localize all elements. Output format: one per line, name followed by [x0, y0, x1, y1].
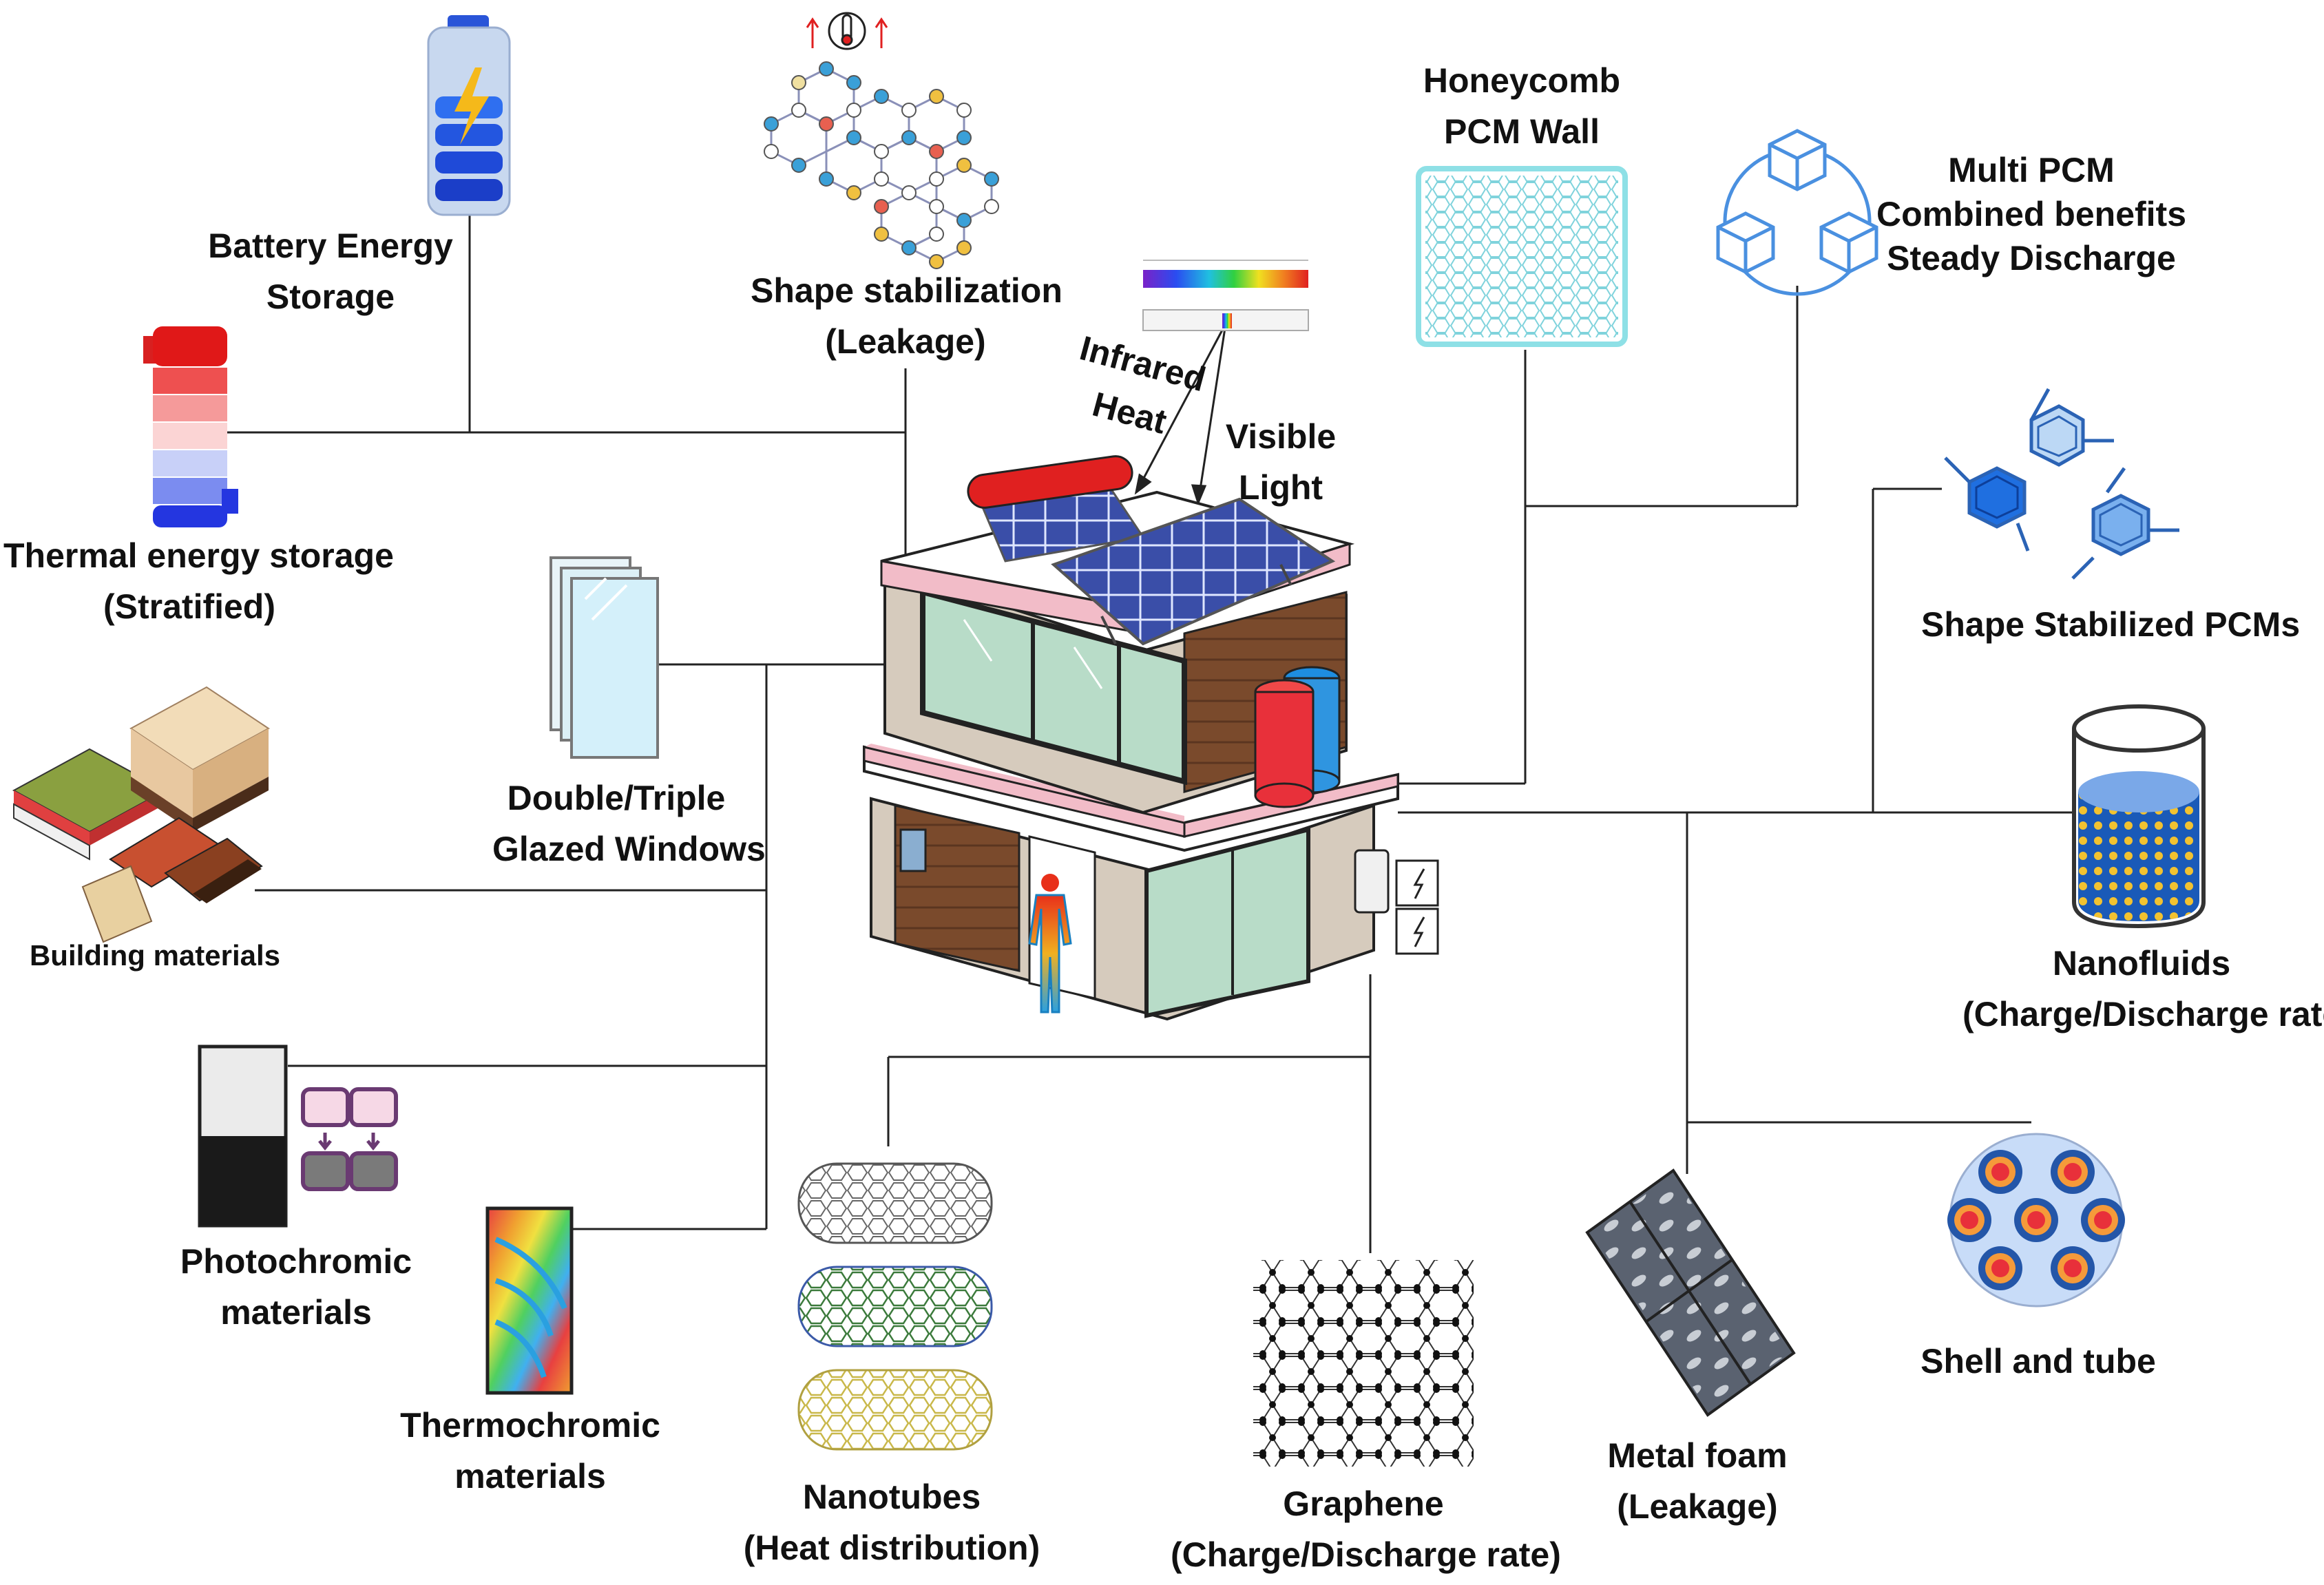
- thermal-storage-label: Thermal energy storage (Stratified): [3, 530, 394, 632]
- thermal-tank-icon: [143, 326, 238, 527]
- shape-stabilization-label-line1: Shape stabilization: [751, 271, 1062, 310]
- building-materials-text: Building materials: [29, 939, 281, 972]
- photochromic-label: Photochromic materials: [165, 1236, 427, 1338]
- visible-light-label: Visible Light: [1212, 411, 1350, 513]
- nanofluids-label-line2: (Charge/Discharge rate): [1962, 995, 2324, 1033]
- thermal-storage-label-line1: Thermal energy storage: [3, 536, 394, 575]
- nanotubes-label-line2: (Heat distribution): [743, 1529, 1040, 1567]
- honeycomb-label-line1: Honeycomb: [1423, 61, 1621, 100]
- thermal-storage-label-line2: (Stratified): [103, 587, 275, 626]
- photochromic-label-line2: materials: [220, 1293, 372, 1332]
- graphene-label: Graphene (Charge/Discharge rate): [1171, 1478, 1561, 1580]
- metal-foam-label: Metal foam (Leakage): [1584, 1430, 1811, 1532]
- metal-foam-label-line2: (Leakage): [1617, 1487, 1778, 1526]
- honeycomb-panel-icon: [1416, 166, 1628, 347]
- shell-and-tube-icon: [1947, 1133, 2125, 1308]
- graphene-label-line1: Graphene: [1283, 1484, 1444, 1523]
- metal-foam-label-line1: Metal foam: [1607, 1436, 1788, 1475]
- graphene-sheet-icon: [1253, 1260, 1474, 1467]
- shell-and-tube-label: Shell and tube: [1901, 1336, 2176, 1387]
- molecular-lattice-icon: [764, 12, 999, 269]
- thermochromic-label-line1: Thermochromic: [400, 1406, 660, 1445]
- metal-foam-icon: [1585, 1168, 1796, 1417]
- thermochromic-swatch-icon: [485, 1206, 574, 1395]
- battery-label: Battery Energy Storage: [200, 220, 461, 322]
- thermometer-icon: [806, 12, 888, 50]
- connector-lines: [227, 201, 2073, 1253]
- glazed-windows-label: Double/Triple Glazed Windows: [492, 773, 766, 874]
- light-spectrum-icon: [1142, 260, 1309, 331]
- multi-pcm-label-line1: Multi PCM: [1948, 151, 2115, 189]
- nanotubes-label: Nanotubes (Heat distribution): [730, 1471, 1054, 1573]
- building-materials-label: Building materials: [24, 935, 286, 976]
- spectrum-pointers: [1134, 323, 1227, 506]
- nanofluids-label-line1: Nanofluids: [2052, 944, 2231, 983]
- battery-label-line1: Battery Energy: [208, 227, 453, 265]
- battery-icon: [427, 15, 511, 216]
- battery-label-line2: Storage: [266, 277, 395, 316]
- photochromic-label-line1: Photochromic: [180, 1242, 412, 1281]
- graphene-label-line2: (Charge/Discharge rate): [1171, 1535, 1561, 1574]
- smart-house-icon: [863, 455, 1439, 1021]
- multi-pcm-label: Multi PCM Combined benefits Steady Disch…: [1859, 148, 2203, 280]
- red-blue-tanks-icon: [1254, 666, 1341, 808]
- glazed-windows-label-line2: Glazed Windows: [492, 830, 766, 868]
- nanotubes-label-line1: Nanotubes: [802, 1478, 981, 1516]
- multi-pcm-label-line2: Combined benefits: [1876, 195, 2187, 233]
- multi-pcm-cubes-icon: [1716, 129, 1878, 296]
- building-materials-icon: [12, 686, 270, 943]
- shape-stabilized-pcms-label: Shape Stabilized PCMs: [1921, 599, 2300, 650]
- visible-light-label-line1: Visible: [1225, 417, 1337, 456]
- photochromic-glasses-icon: [198, 1045, 398, 1228]
- glazed-window-icon: [549, 556, 659, 759]
- nanofluid-beaker-icon: [2072, 704, 2206, 929]
- glazed-windows-label-line1: Double/Triple: [507, 779, 726, 817]
- thermal-person-icon: [1028, 874, 1072, 1014]
- visible-light-label-line2: Light: [1238, 468, 1323, 507]
- thermochromic-label: Thermochromic materials: [399, 1400, 661, 1502]
- nanofluids-label: Nanofluids (Charge/Discharge rate): [1962, 938, 2324, 1040]
- shape-stabilized-hexagons-icon: [1944, 388, 2179, 580]
- shell-and-tube-text: Shell and tube: [1920, 1342, 2156, 1381]
- honeycomb-label: Honeycomb PCM Wall: [1405, 55, 1639, 157]
- shape-stabilized-pcms-text: Shape Stabilized PCMs: [1921, 605, 2301, 644]
- honeycomb-label-line2: PCM Wall: [1444, 112, 1600, 151]
- shape-stabilization-label: Shape stabilization (Leakage): [751, 265, 1062, 367]
- thermochromic-label-line2: materials: [454, 1457, 606, 1495]
- nanotubes-icon: [797, 1162, 993, 1451]
- shape-stabilization-label-line2: (Leakage): [825, 322, 986, 361]
- electric-box-icon: [1354, 849, 1439, 955]
- multi-pcm-label-line3: Steady Discharge: [1887, 239, 2176, 277]
